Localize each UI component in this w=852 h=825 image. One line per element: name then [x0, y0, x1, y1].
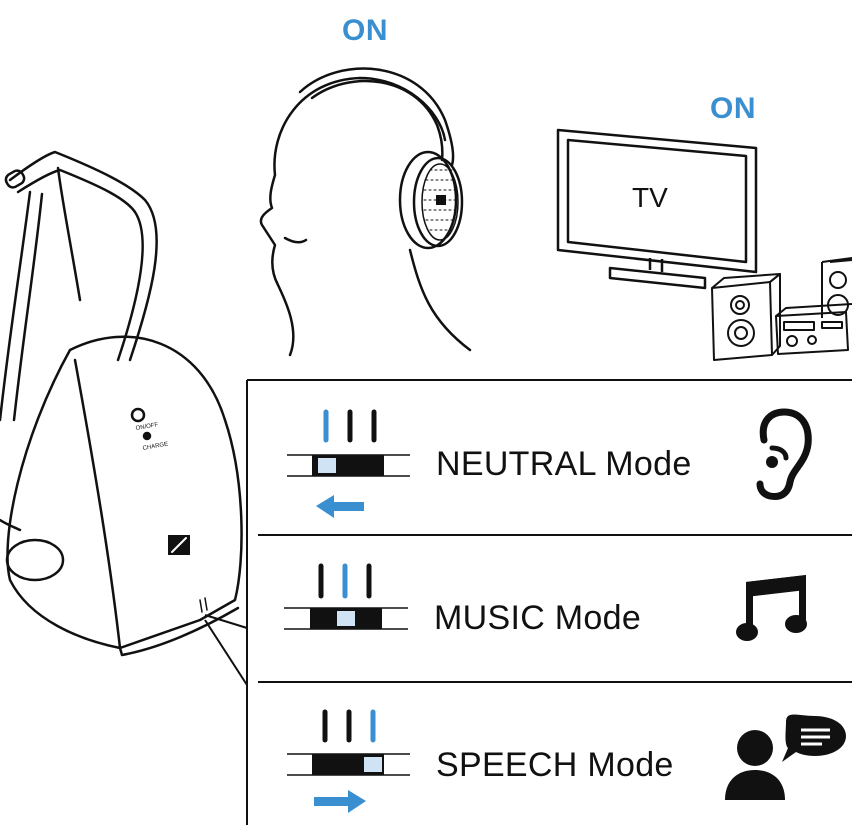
hifi-system	[711, 257, 852, 361]
tv-set	[556, 128, 758, 290]
ear-icon	[756, 408, 812, 500]
neutral-slider-indicator	[287, 409, 410, 477]
modes-panel-frame	[204, 379, 852, 825]
speech-person-icon	[725, 714, 846, 800]
transmitter-stand	[0, 150, 243, 657]
music-mode-label: MUSIC Mode	[434, 599, 642, 637]
svg-text:CHARGE: CHARGE	[142, 442, 168, 452]
speech-slider-indicator	[287, 709, 410, 776]
music-note-icon	[736, 575, 807, 641]
arrow-right-icon	[314, 790, 366, 813]
music-slider-indicator	[284, 563, 408, 630]
head-with-headphones	[259, 67, 472, 357]
tv-on-label: ON	[710, 92, 756, 125]
headphones-on-label: ON	[342, 14, 388, 47]
neutral-mode-label: NEUTRAL Mode	[436, 445, 692, 483]
svg-text:ON/OFF: ON/OFF	[135, 422, 159, 432]
speech-mode-label: SPEECH Mode	[436, 746, 674, 784]
arrow-left-icon	[316, 495, 364, 518]
tv-screen-label: TV	[632, 182, 668, 213]
